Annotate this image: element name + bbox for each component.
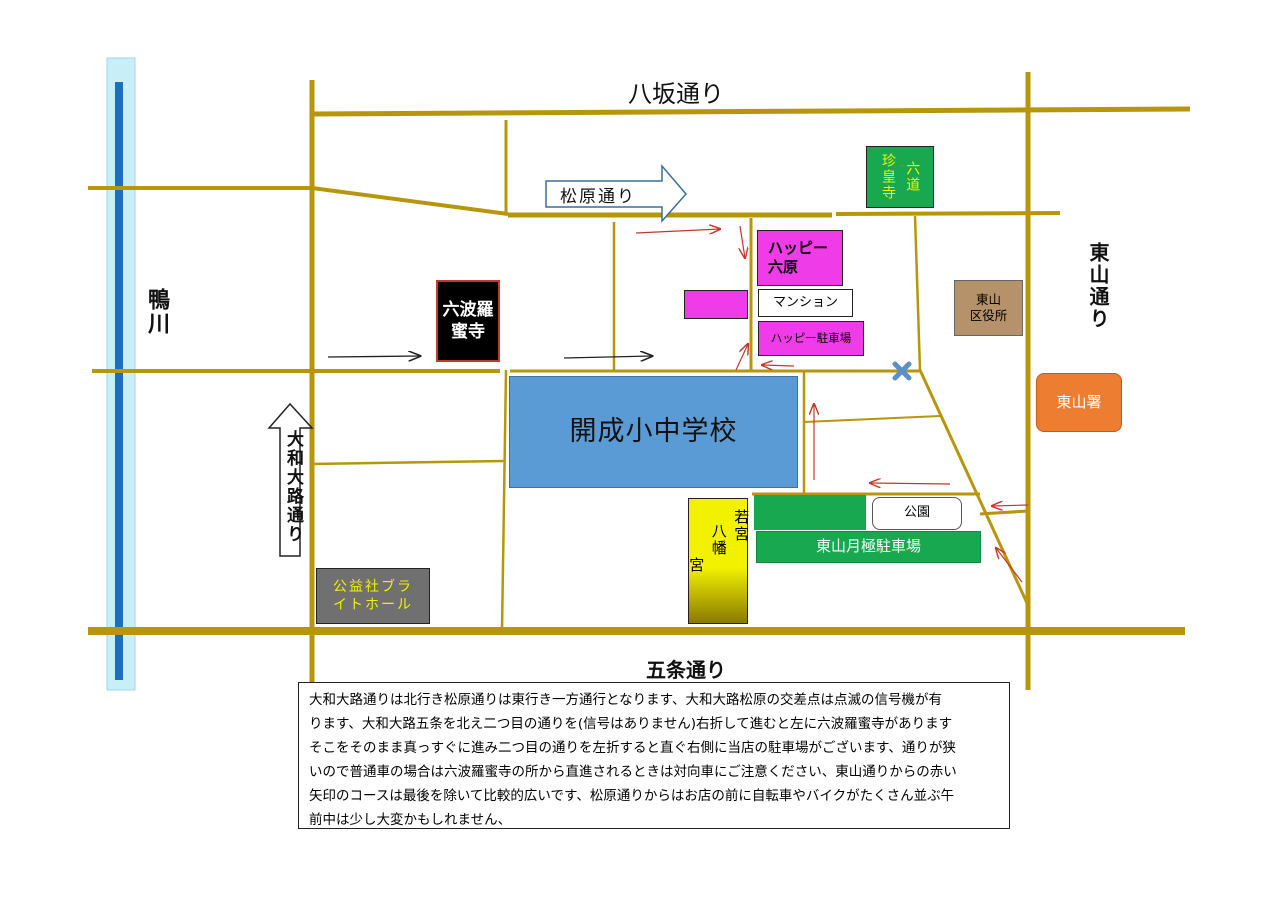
bright-hall-line1: 公益社ブラ	[333, 578, 413, 595]
road-matsubara-diag	[311, 186, 509, 216]
destination-x-icon	[892, 361, 912, 381]
happy-line2: 六原	[768, 258, 799, 276]
road-yasaka	[309, 106, 1191, 117]
directions-notice: 大和大路通りは北行き松原通りは東行き一方通行となります、大和大路松原の交差点は点…	[298, 682, 1010, 829]
notice-line: いので普通車の場合は六波羅蜜寺の所から直進されるときは対向車にご注意ください、東…	[309, 764, 957, 780]
happy-parking-label: ハッピー駐車場	[770, 331, 852, 346]
notice-line: そこをそのまま真っすぐに進み二つ目の通りを左折すると直ぐ右側に当店の駐車場がござ…	[309, 740, 956, 756]
chinkoji-temple: 六道 珍皇寺	[866, 146, 934, 208]
road-matsubara-east	[835, 211, 1061, 216]
park-label: 公園	[903, 505, 930, 521]
wakamiya-hachimangu: 若宮 八幡 宮	[687, 498, 751, 624]
road-label-matsubara: 松原通り	[560, 187, 636, 207]
wakamiya-line3: 宮	[687, 557, 706, 574]
ward-office-line1: 東山	[975, 291, 1001, 307]
magenta-block	[684, 290, 748, 319]
happy-parking: ハッピー駐車場	[758, 321, 864, 356]
rokuharamitsuji-label: 六波羅蜜寺	[442, 299, 494, 342]
road-network	[88, 72, 1191, 690]
wakamiya-line2: 八幡	[709, 523, 728, 557]
wakamiya-line1: 若宮	[732, 509, 751, 543]
happy-line1: ハッピー	[768, 238, 829, 257]
road-label-yamato-oji: 大和大路通り	[283, 430, 303, 544]
tsukiboko-parking: 東山月極駐車場	[756, 531, 981, 563]
ward-office-line2: 区役所	[969, 308, 1008, 323]
kaisei-school: 開成小中学校	[509, 376, 798, 488]
bright-hall: 公益社ブラ イトホール	[316, 568, 430, 624]
chinkoji-line1: 六道	[904, 161, 921, 193]
road-label-yasaka: 八坂通り	[628, 80, 724, 108]
higashiyama-police: 東山署	[1036, 373, 1122, 432]
road-label-higashiyama: 東山通り	[1086, 242, 1110, 330]
park-green-area	[754, 495, 866, 530]
route-arrows	[635, 226, 1029, 583]
park: 公園	[872, 497, 962, 530]
matsubara-oneway-arrow	[545, 163, 687, 223]
police-label: 東山署	[1056, 392, 1102, 411]
higashiyama-ward-office: 東山 区役所	[954, 280, 1023, 336]
rokuharamitsuji-temple: 六波羅蜜寺	[436, 280, 500, 362]
chinkoji-line2: 珍皇寺	[880, 153, 896, 201]
bright-hall-line2: イトホール	[333, 597, 413, 613]
notice-line: 大和大路通りは北行き松原通りは東行き一方通行となります、大和大路松原の交差点は点…	[309, 692, 943, 708]
kamogawa-river	[106, 57, 136, 691]
school-label: 開成小中学校	[569, 416, 738, 448]
yamato-oji-oneway-arrow	[267, 402, 314, 557]
notice-line: 矢印のコースは最後を除いて比較的広いです、松原通りからはお店の前に自転車やバイク…	[309, 788, 955, 804]
happy-rokuhara-store: ハッピー 六原	[757, 230, 843, 286]
river-label-kamogawa: 鴨川	[144, 288, 169, 336]
oneway-arrows	[327, 356, 652, 358]
notice-line: ります、大和大路五条を北え二つ目の通りを(信号はありません)右折して進むと左に六…	[309, 716, 953, 732]
road-label-gojo: 五条通り	[646, 658, 726, 682]
mansion: マンション	[758, 289, 853, 317]
notice-line: 前中は少し大変かもしれません、	[309, 812, 512, 828]
mansion-label: マンション	[772, 294, 838, 310]
tsukiboko-parking-label: 東山月極駐車場	[815, 537, 921, 556]
